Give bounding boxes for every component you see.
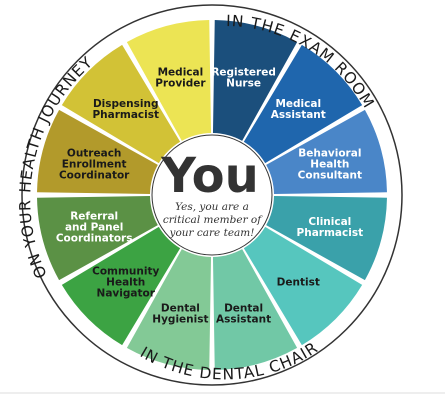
segment-1-label-line-1: Assistant [271, 109, 326, 121]
segment-9-label-line-2: Coordinator [59, 169, 130, 181]
segment-8-label-line-1: and Panel [65, 222, 123, 234]
segment-3-label-line-0: Clinical [308, 216, 351, 228]
segment-8 [37, 195, 158, 281]
segment-7 [61, 226, 181, 346]
segment-7-label-line-0: Community [92, 265, 159, 277]
center-subtitle-2: critical member of [163, 214, 263, 226]
segment-10-label-line-1: Pharmacist [92, 109, 159, 121]
segment-6-label-line-0: Dental [161, 302, 200, 314]
segment-3 [266, 195, 387, 281]
segment-0-label-line-1: Nurse [226, 78, 261, 90]
segment-0 [212, 20, 298, 141]
segment-11 [126, 20, 212, 141]
segment-10-label-line-0: Dispensing [93, 98, 159, 110]
segment-7-label-line-2: Navigator [97, 287, 156, 299]
segment-6-label-line-1: Hygienist [152, 313, 208, 325]
segment-4 [243, 226, 363, 346]
segment-2 [266, 109, 387, 195]
segment-2-label-line-1: Health [310, 158, 349, 170]
center-title: You [160, 148, 259, 204]
segment-group: RegisteredNurseMedicalAssistantBehaviora… [37, 20, 387, 370]
segment-0-label-line-0: Registered [211, 67, 276, 79]
segment-5-label-line-0: Dental [224, 302, 263, 314]
center-subtitle-1: Yes, you are a [175, 201, 249, 213]
segment-1 [243, 44, 363, 164]
segment-6 [126, 249, 212, 370]
segment-7-label-line-1: Health [106, 276, 145, 288]
segment-9 [37, 109, 158, 195]
segment-4-label-line-0: Dentist [277, 276, 320, 288]
center-circle [151, 134, 273, 256]
segment-8-label-line-0: Referral [70, 211, 118, 223]
segment-1-label-line-0: Medical [275, 98, 321, 110]
segment-8-label-line-2: Coordinators [56, 233, 133, 245]
segment-5 [212, 249, 298, 370]
segment-5-label-line-1: Assistant [216, 313, 271, 325]
segment-11-label-line-0: Medical [158, 67, 204, 79]
segment-2-label-line-0: Behavioral [298, 147, 361, 159]
segment-9-label-line-0: Outreach [67, 147, 122, 159]
segment-9-label-line-1: Enrollment [62, 158, 127, 170]
segment-11-label-line-1: Provider [155, 78, 206, 90]
segment-10 [61, 44, 181, 164]
segment-3-label-line-1: Pharmacist [297, 227, 364, 239]
segment-2-label-line-2: Consultant [298, 169, 362, 181]
center-subtitle-3: your care team! [169, 227, 255, 239]
